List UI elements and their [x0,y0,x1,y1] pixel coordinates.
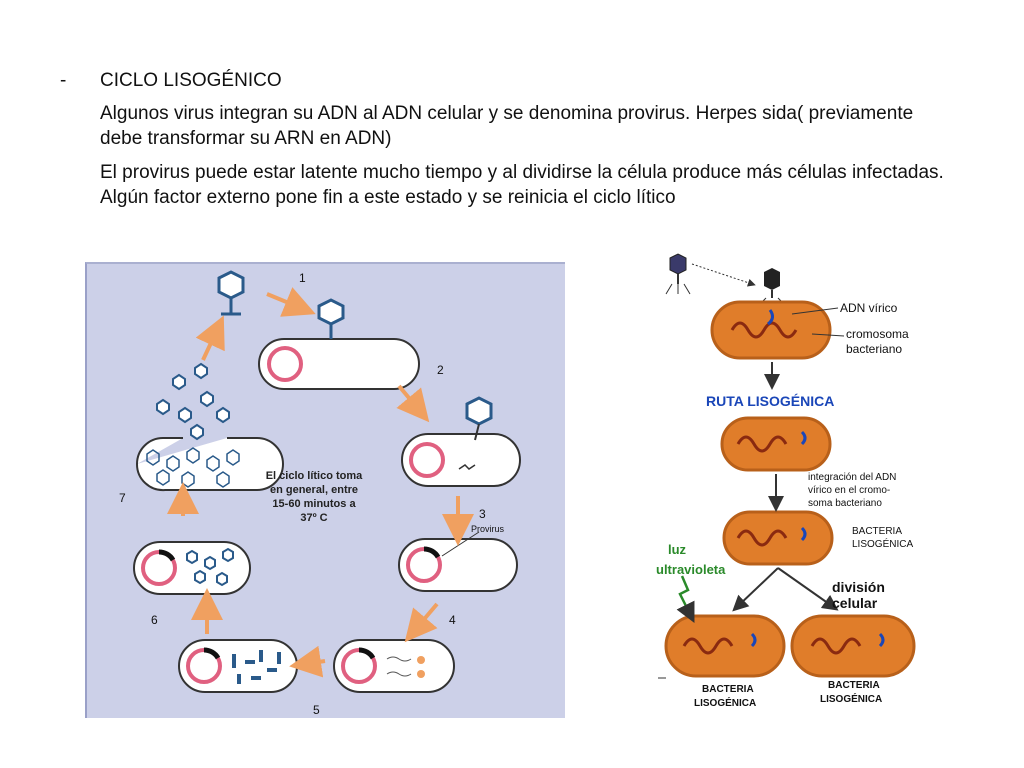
label-division: división [832,579,885,595]
label-ultravioleta: ultravioleta [656,562,726,577]
step-number-7: 7 [119,491,126,505]
label-adn-virico: ADN vírico [840,301,898,315]
lysogenic-pathway-diagram: ADN vírico cromosoma bacteriano RUTA LIS… [656,253,916,709]
center-text-line2: en general, entre [270,484,358,496]
label-bacteria-lisogenica-mid-1: BACTERIA [852,526,902,537]
step-number-2: 2 [437,363,444,377]
bacteria-cell-2 [720,416,832,472]
lytic-cycle-figure: 1 2 3 4 5 6 7 Provirus El ciclo lítico t… [85,262,565,718]
step-number-3: 3 [479,507,486,521]
label-bacteria-lisogenica-left-1: BACTERIA [702,684,754,695]
cell-step2 [401,396,521,487]
phage-free-top [217,270,245,316]
slide-heading: CICLO LISOGÉNICO [100,70,282,91]
cell-step4 [333,639,455,693]
provirus-label: Provirus [471,524,505,534]
label-cromosoma-1: cromosoma [846,327,909,341]
label-integracion-1: integración del ADN [808,472,896,483]
center-text-line1: El ciclo lítico toma [266,470,363,482]
paragraph-latencia: El provirus puede estar latente mucho ti… [100,162,944,208]
label-bacteria-lisogenica-right-2: LISOGÉNICA [820,692,882,705]
cell-step3 [398,531,518,592]
label-bacteria-lisogenica-left-2: LISOGÉNICA [694,696,756,709]
label-integracion-2: vírico en el cromo- [808,485,890,496]
bacteria-cell-5 [790,614,916,678]
bullet-dash: - [60,70,67,91]
label-cromosoma-2: bacteriano [846,342,902,356]
phage-icon-attached [759,268,785,305]
center-text-line4: 37º C [300,512,327,524]
center-text-line3: 15-60 minutos a [272,498,356,510]
cell-step1 [258,298,420,390]
step-number-6: 6 [151,613,158,627]
label-luz: luz [668,542,687,557]
cell-step5 [178,639,298,693]
step-number-4: 4 [449,613,456,627]
label-integracion-3: soma bacteriano [808,498,882,509]
bacteria-cell-4 [664,614,786,678]
step-number-5: 5 [313,703,320,717]
label-bacteria-lisogenica-mid-2: LISOGÉNICA [852,537,913,550]
paragraph-provirus: Algunos virus integran su ADN al ADN cel… [100,103,914,149]
phage-icon-small [665,253,691,295]
bacteria-cell-1 [710,300,832,360]
bacteria-cell-3 [722,510,834,566]
cell-step7-lysis [135,362,284,492]
label-celular: celular [832,595,878,611]
step-number-1: 1 [299,271,306,285]
lytic-cycle-diagram: 1 2 3 4 5 6 7 Provirus El ciclo lítico t… [119,270,521,717]
lysogenic-pathway-figure: ADN vírico cromosoma bacteriano RUTA LIS… [652,250,942,718]
label-ruta-lisogenica: RUTA LISOGÉNICA [706,393,834,409]
cell-step6 [133,541,251,595]
label-bacteria-lisogenica-right-1: BACTERIA [828,680,880,691]
